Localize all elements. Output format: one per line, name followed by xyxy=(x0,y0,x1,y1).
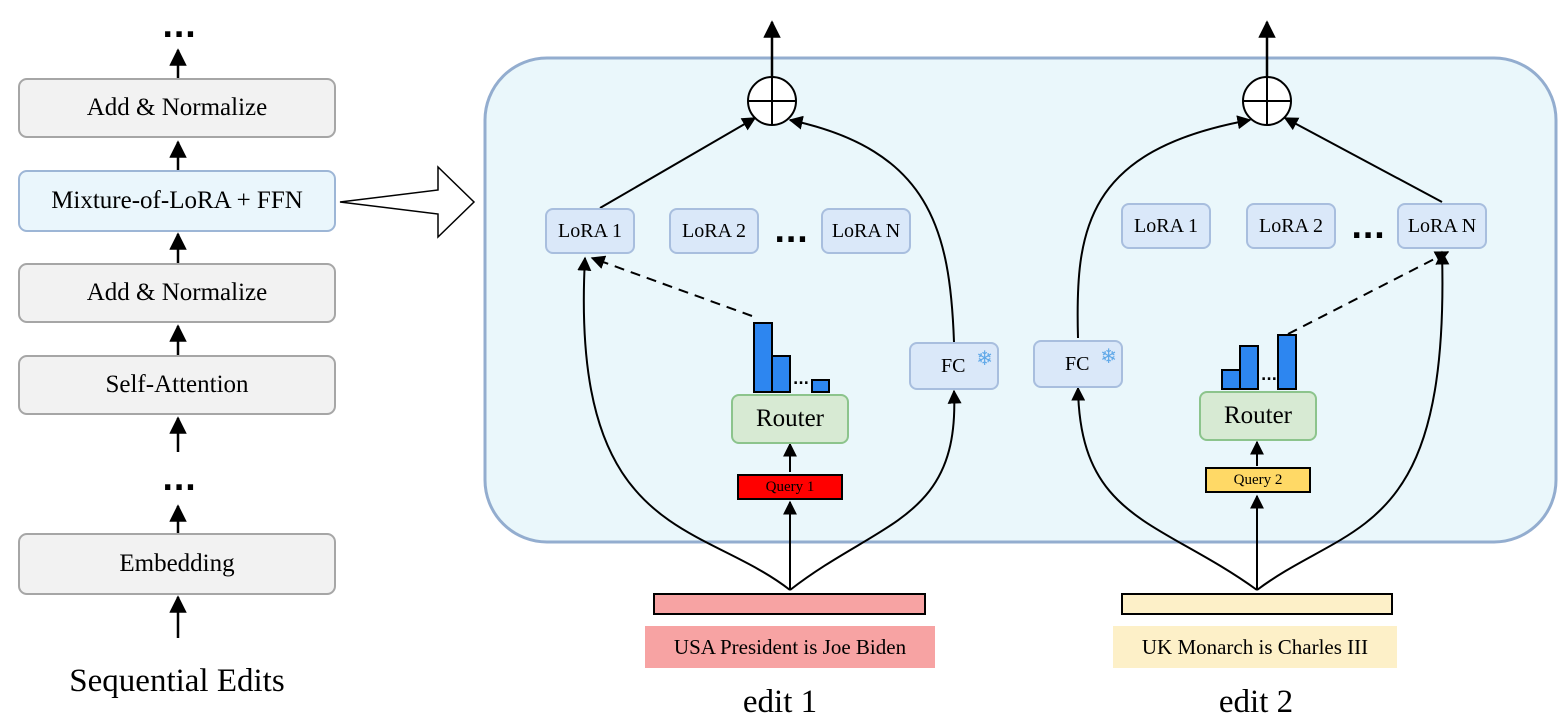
edit2-lora-1: LoRA 1 xyxy=(1121,203,1211,249)
loraN-to-sum-2 xyxy=(1283,117,1443,203)
edit1-router-bar-n xyxy=(811,379,830,393)
edit2-router: Router xyxy=(1199,391,1317,441)
snowflake-icon: ❄ xyxy=(976,346,993,370)
input-to-fc-2 xyxy=(1071,386,1258,591)
self-attention: Self-Attention xyxy=(18,355,336,415)
edit2-lora-2: LoRA 2 xyxy=(1246,203,1336,249)
router-to-loraN-2 xyxy=(1287,251,1450,335)
expand-arrow xyxy=(339,165,476,239)
edit1-lora-1: LoRA 1 xyxy=(545,208,635,254)
stack-mid-dots: ... xyxy=(162,463,197,498)
stack-top-dots: ... xyxy=(162,10,197,45)
edit1-lora-n: LoRA N xyxy=(821,208,911,254)
router-to-lora1-1 xyxy=(590,255,753,317)
edit2-bar-dots: ... xyxy=(1261,368,1277,384)
edit2-router-bar-n xyxy=(1277,334,1297,390)
edit2-fc-label: FC xyxy=(1065,352,1090,375)
edit1-router-bar-1 xyxy=(753,322,773,393)
snowflake-icon: ❄ xyxy=(1100,344,1117,368)
input-to-lora1-1 xyxy=(577,256,791,591)
edit2-fc: FC ❄ xyxy=(1033,340,1123,388)
input-to-loraN-2 xyxy=(1256,250,1450,591)
edit2-fact: UK Monarch is Charles III xyxy=(1113,626,1397,668)
add-normalize-top: Add & Normalize xyxy=(18,78,336,138)
edit1-fact: USA President is Joe Biden xyxy=(645,626,935,668)
lora1-to-sum-1 xyxy=(599,117,757,209)
edit1-lora-2: LoRA 2 xyxy=(669,208,759,254)
edit2-lora-dots: ... xyxy=(1351,211,1386,246)
edit1-caption: edit 1 xyxy=(742,684,818,720)
edit2-router-bar-2 xyxy=(1239,345,1259,390)
edit1-fc-label: FC xyxy=(941,354,966,377)
add-normalize-bottom: Add & Normalize xyxy=(18,263,336,323)
fc-to-sum-1 xyxy=(788,115,955,343)
edit2-lora-n: LoRA N xyxy=(1397,203,1487,249)
edit2-router-bar-1 xyxy=(1221,369,1241,390)
edit1-bar-dots: ... xyxy=(793,372,809,388)
edit2-query: Query 2 xyxy=(1205,467,1311,493)
embedding: Embedding xyxy=(18,533,336,595)
sequential-edits-caption: Sequential Edits xyxy=(69,663,285,699)
mixture-panel xyxy=(483,56,1558,544)
edit1-router-bar-2 xyxy=(771,355,791,393)
edit1-input-embedding xyxy=(653,593,926,615)
fc-to-sum-2 xyxy=(1076,115,1252,339)
edit2-caption: edit 2 xyxy=(1218,684,1294,720)
input-to-fc-1 xyxy=(789,389,962,591)
edit1-query: Query 1 xyxy=(737,474,843,500)
edit2-input-embedding xyxy=(1121,593,1393,615)
edit1-fc: FC ❄ xyxy=(909,342,999,390)
edit1-lora-dots: ... xyxy=(774,215,809,250)
mixture-of-lora-ffn: Mixture-of-LoRA + FFN xyxy=(18,170,336,232)
edit1-router: Router xyxy=(731,394,849,444)
